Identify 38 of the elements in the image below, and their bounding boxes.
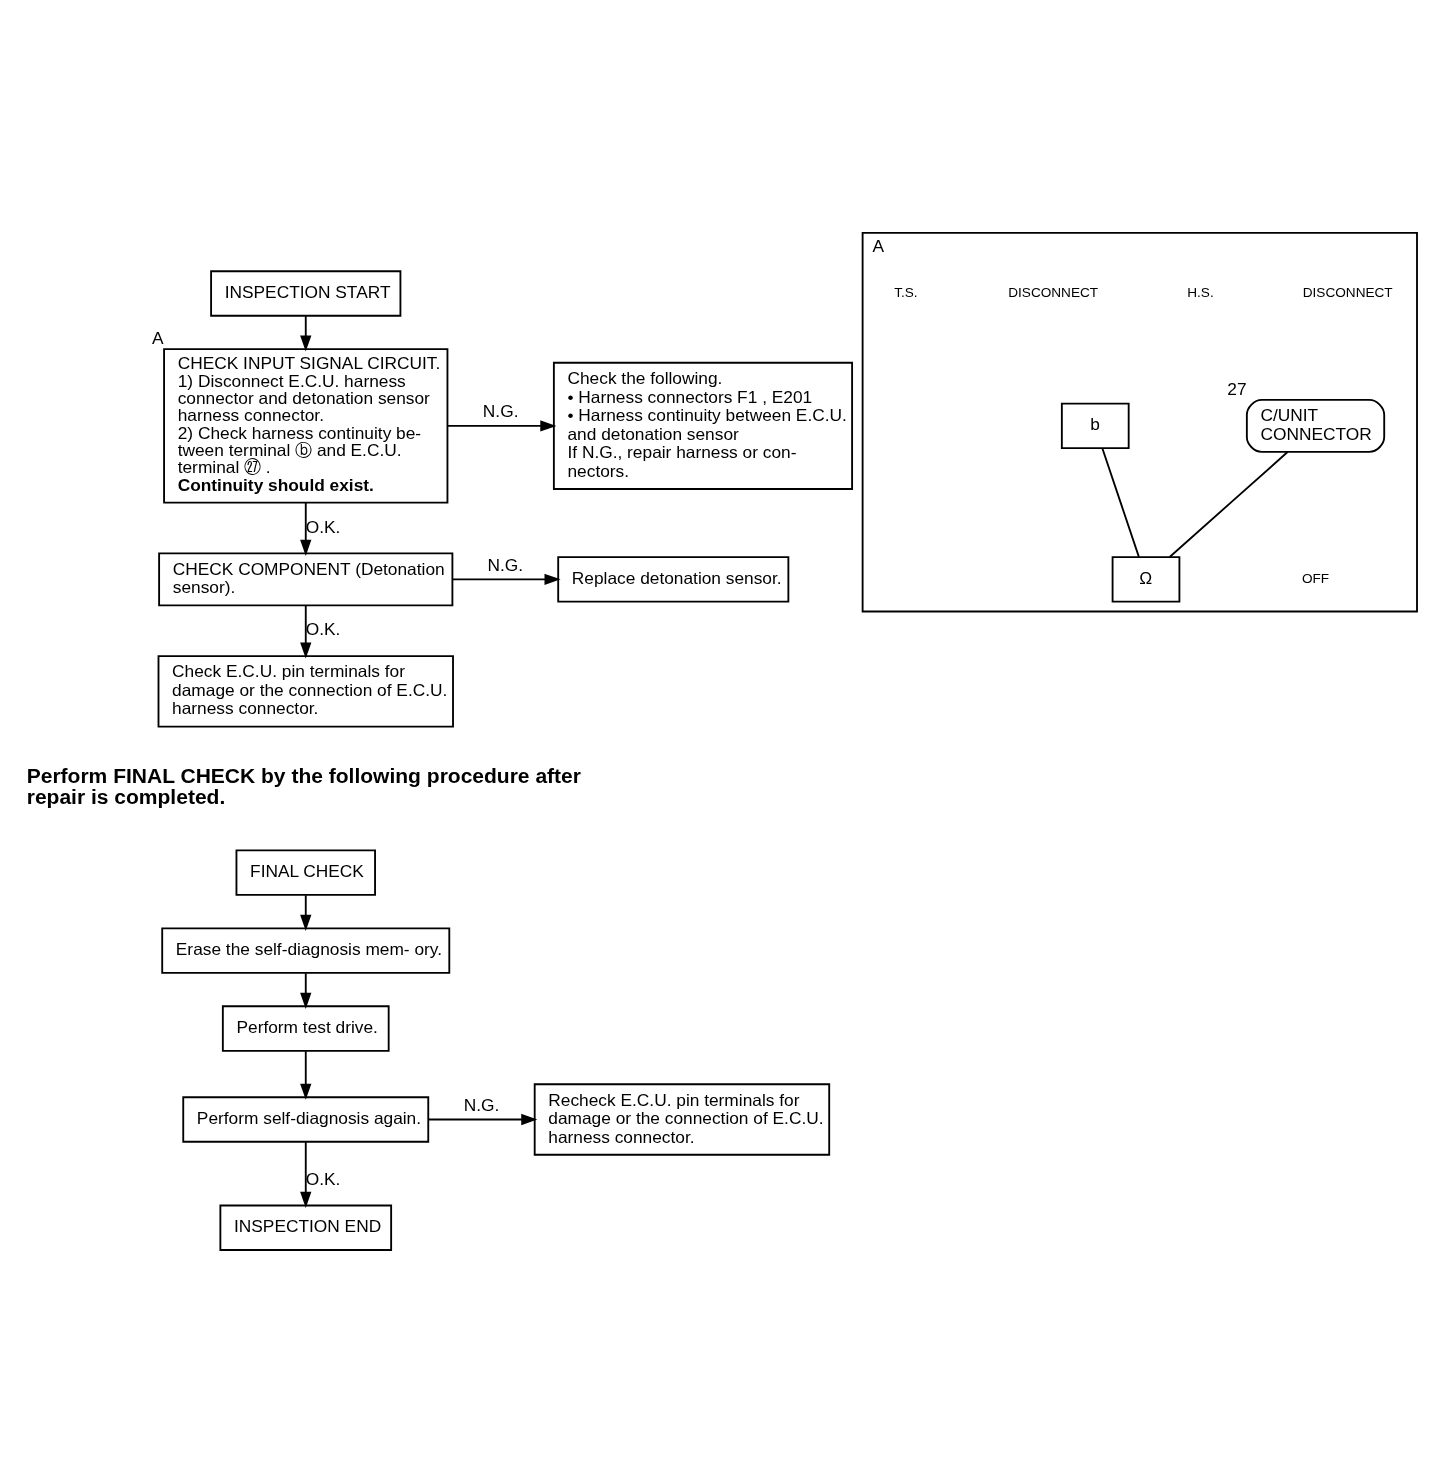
label: DISCONNECT <box>1302 284 1393 300</box>
node-box: Perform self-diagnosis again. <box>182 1095 430 1143</box>
edge-label: N.G. <box>487 554 524 575</box>
node-box: C/UNIT CONNECTOR <box>1245 398 1386 453</box>
node-box: CHECK COMPONENT (Detonation sensor). <box>158 551 454 606</box>
node-box: FINAL CHECK <box>235 848 376 896</box>
edge-label: N.G. <box>463 1094 500 1115</box>
label: OFF <box>1301 570 1330 586</box>
arrow <box>300 314 312 351</box>
node-box: INSPECTION END <box>219 1204 393 1251</box>
node-label: A <box>152 327 164 348</box>
node-label: 27 <box>1227 378 1247 399</box>
edge-label: N.G. <box>482 400 519 421</box>
node-box: Recheck E.C.U. pin terminals for damage or the connection of E.C.U. harness connector. <box>533 1082 831 1156</box>
node-box: b <box>1060 402 1130 449</box>
node-box: Check E.C.U. pin terminals for damage or the connection of E.C.U. harness connector. <box>157 654 454 728</box>
arrow <box>300 893 312 931</box>
connector <box>1101 447 1140 558</box>
arrow <box>300 604 312 659</box>
node-box: Ω <box>1111 555 1181 603</box>
arrow <box>300 971 312 1009</box>
label: DISCONNECT <box>1008 284 1099 300</box>
node-box: INSPECTION START <box>210 269 402 317</box>
node-box: CHECK INPUT SIGNAL CIRCUIT. 1) Disconnect E.C.U. harness connector and detonation sensor harness connector. 2) Check harness continuity be- tween terminal ⓑ and E.C.U. terminal ㉗ . Continuity should exist. <box>163 347 449 504</box>
node-box: Perform test drive. <box>221 1004 390 1052</box>
node-box: Erase the self-diagnosis mem- ory. <box>161 926 451 974</box>
arrow <box>300 1049 312 1100</box>
arrow <box>446 419 557 432</box>
arrow <box>427 1113 538 1125</box>
label: H.S. <box>1187 284 1214 300</box>
label: T.S. <box>894 284 918 300</box>
arrow <box>300 1140 312 1208</box>
arrow <box>300 501 312 556</box>
arrow <box>451 573 561 585</box>
node-box: Replace detonation sensor. <box>557 555 790 603</box>
label: Perform FINAL CHECK by the following procedure after repair is completed. <box>26 763 581 808</box>
connector <box>1168 450 1289 558</box>
node-box: Check the following. • Harness connectors F1 , E201 • Harness continuity between E.C.U. and detonation sensor If N.G., repair harness or con- nectors. <box>552 361 854 490</box>
